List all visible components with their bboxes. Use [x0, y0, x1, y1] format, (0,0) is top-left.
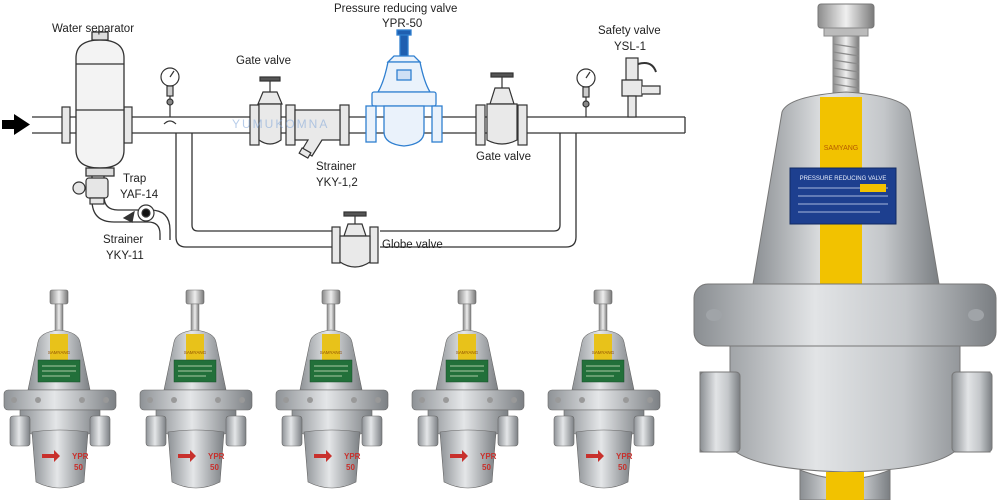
gallery-valve-1: SAMYANG YPR 50: [3, 289, 117, 489]
gallery-model-line2: 50: [74, 463, 83, 472]
pressure-gauge-right-icon: [576, 68, 596, 117]
gallery-brand-text: SAMYANG: [456, 350, 479, 355]
nameplate-title: PRESSURE REDUCING VALVE: [800, 176, 887, 182]
bypass-pipe: [175, 133, 577, 248]
gallery-brand-text: SAMYANG: [592, 350, 615, 355]
gallery-brand-text: SAMYANG: [320, 350, 343, 355]
safety-valve-title: Safety valve: [598, 25, 661, 37]
main-strainer-label: Strainer: [316, 161, 356, 173]
pressure-reducing-valve-icon: [365, 29, 443, 147]
gallery-valve-4: SAMYANG YPR 50: [411, 289, 525, 489]
gallery-valve-5: SAMYANG YPR 50: [547, 289, 661, 489]
gallery-model-line1: YPR: [208, 452, 225, 461]
globe-valve-label: Globe valve: [382, 239, 443, 251]
gallery-model-line2: 50: [210, 463, 219, 472]
flanges: [61, 104, 528, 264]
trap-model: YAF-14: [120, 189, 159, 201]
gallery-model-line1: YPR: [480, 452, 497, 461]
water-separator-icon: [75, 31, 125, 177]
gate-valve-right-icon: [486, 72, 518, 145]
pipe-network: [32, 116, 686, 248]
prv-title: Pressure reducing valve: [334, 3, 457, 15]
prv-model: YPR-50: [382, 18, 422, 30]
main-strainer-icon: [294, 109, 341, 159]
gate-valve-right-label: Gate valve: [476, 151, 531, 163]
trap-label: Trap: [123, 173, 146, 185]
small-strainer-icon: [122, 204, 155, 223]
gallery-valve-2: SAMYANG YPR 50: [139, 289, 253, 489]
gallery-brand-text: SAMYANG: [48, 350, 71, 355]
gallery-model-line2: 50: [346, 463, 355, 472]
globe-valve-icon: [339, 211, 371, 268]
gallery-valve-3: SAMYANG YPR 50: [275, 289, 389, 489]
gallery-model-line2: 50: [618, 463, 627, 472]
watermark-text: YUMUKOMNA: [232, 117, 329, 131]
gallery-model-line1: YPR: [344, 452, 361, 461]
small-strainer-model: YKY-11: [106, 250, 144, 262]
safety-valve-model: YSL-1: [614, 41, 646, 53]
flow-arrow-icon: [2, 114, 30, 135]
gallery-model-line1: YPR: [616, 452, 633, 461]
small-strainer-label: Strainer: [103, 234, 143, 246]
gallery-model-line2: 50: [482, 463, 491, 472]
piping-schematic: Water separator Trap YAF-14 Strainer YKY…: [2, 3, 686, 268]
gallery-brand-text: SAMYANG: [184, 350, 207, 355]
valve-photo: SAMYANG PRESSURE REDUCING VALVE: [690, 0, 1000, 500]
gate-valve-left-icon: [257, 76, 283, 145]
main-strainer-model: YKY-1,2: [316, 177, 358, 189]
gate-valve-left-label: Gate valve: [236, 55, 291, 67]
trap-icon: [72, 177, 109, 205]
safety-valve-icon: [621, 57, 661, 118]
body-flange: [693, 283, 997, 347]
gallery-model-line1: YPR: [72, 452, 89, 461]
pressure-gauge-icon: [160, 67, 180, 125]
water-separator-label: Water separator: [52, 23, 134, 35]
valve-body: [699, 345, 991, 473]
nameplate: PRESSURE REDUCING VALVE: [789, 167, 897, 225]
adjusting-nut-icon: [817, 3, 875, 103]
valve-gallery: SAMYANGYPR50SAMYANGYPR50SAMYANGYPR50SAMY…: [3, 289, 661, 489]
brand-band-text: SAMYANG: [824, 145, 859, 152]
